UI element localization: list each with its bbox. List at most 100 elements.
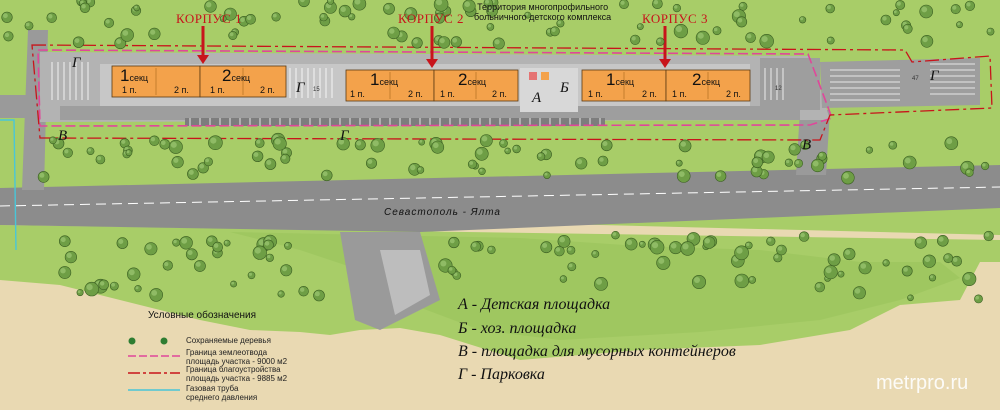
building-1-label: КОРПУС 1: [176, 11, 242, 26]
site-driveway: [60, 106, 800, 120]
b2-section-2-title: 2секц: [458, 70, 486, 90]
tree-highlight: [688, 234, 695, 240]
highway-centerline: [0, 186, 1000, 207]
tree-highlight: [800, 232, 805, 238]
tree-highlight: [930, 275, 933, 279]
tree-highlight: [440, 260, 447, 267]
tree-highlight: [752, 167, 758, 173]
zone-marker-playground: А: [532, 90, 542, 106]
zone-marker-parking-west: Г: [72, 55, 81, 71]
tree-highlight: [406, 9, 412, 15]
tree-highlight: [631, 36, 636, 41]
road-label: Севастополь - Ялта: [384, 207, 501, 218]
tree-highlight: [264, 241, 270, 246]
tree-highlight: [188, 169, 194, 175]
tree-highlight: [736, 247, 743, 254]
tree-highlight: [746, 242, 750, 246]
zone-marker-bins-east: В: [802, 137, 812, 153]
tree-highlight: [737, 18, 743, 23]
parking-strip-south: [185, 118, 605, 126]
tree-highlight: [559, 236, 565, 243]
tree-highlight: [551, 27, 556, 32]
tree-highlight: [599, 157, 604, 162]
tree-highlight: [790, 145, 796, 151]
tree-highlight: [697, 32, 704, 39]
tree-highlight: [410, 164, 416, 171]
playground-equipment: [541, 72, 549, 80]
tree-highlight: [555, 247, 561, 252]
section-word: секц: [615, 77, 635, 87]
tree-highlight: [602, 141, 608, 147]
tree-highlight: [675, 25, 683, 33]
tree-highlight: [3, 13, 8, 19]
tree-highlight: [916, 238, 922, 244]
tree-highlight: [121, 139, 126, 144]
tree-highlight: [116, 39, 122, 44]
tree-highlight: [256, 139, 261, 144]
tree-highlight: [854, 288, 861, 294]
tree-highlight: [439, 38, 445, 44]
zone-marker-parking-south: Г: [340, 128, 349, 144]
section-number: 1: [120, 66, 130, 85]
tree-highlight: [195, 261, 201, 267]
tree-highlight: [800, 17, 804, 21]
legend-trees-line: Сохраняемые деревья: [186, 336, 271, 345]
tree-highlight: [118, 239, 124, 244]
tree-highlight: [825, 267, 832, 274]
parking-stripes-middle: [289, 68, 784, 100]
tree-highlight: [213, 243, 219, 248]
tree-highlight: [657, 38, 661, 43]
zone-marker-bins-west: В: [58, 128, 68, 144]
legend-zone-v: В - площадка для мусорных контейнеров: [458, 343, 736, 360]
b1-s1-entrance-1: 1 п.: [122, 85, 137, 95]
legend-tree-symbol: [128, 337, 136, 345]
tree-highlight: [100, 281, 105, 286]
b2-s2-entrance-1: 1 п.: [440, 89, 455, 99]
tree-highlight: [749, 277, 753, 281]
tree-highlight: [922, 36, 928, 43]
b1-section-2-title: 2секц: [222, 66, 250, 86]
tree-highlight: [838, 271, 842, 275]
tree-highlight: [278, 291, 282, 295]
tree-highlight: [845, 249, 851, 255]
legend-zone-a: А - Детская площадка: [458, 296, 611, 313]
tree-highlight: [481, 135, 488, 142]
zone-marker-utility-area: Б: [560, 80, 569, 96]
tree-highlight: [240, 17, 245, 23]
tree-highlight: [199, 163, 205, 169]
tree-highlight: [464, 1, 471, 8]
tree-highlight: [225, 9, 232, 16]
section-number: 2: [222, 66, 232, 85]
b3-s2-entrance-2: 2 п.: [726, 89, 741, 99]
tree-highlight: [97, 156, 102, 161]
tree-highlight: [952, 5, 957, 10]
b3-s1-entrance-1: 1 п.: [588, 89, 603, 99]
tree-highlight: [962, 162, 969, 169]
tree-highlight: [670, 243, 677, 249]
tree-highlight: [207, 237, 213, 243]
b1-s2-entrance-2: 2 п.: [260, 85, 275, 95]
tree-highlight: [354, 0, 361, 5]
tree-highlight: [87, 148, 91, 152]
tree-highlight: [349, 14, 353, 18]
tree-highlight: [829, 255, 835, 261]
ramp-structure: [380, 250, 430, 315]
tree-highlight: [987, 28, 992, 33]
tree-highlight: [266, 160, 272, 165]
parking-lot-far-east: [820, 58, 980, 108]
legend-improvement-line-1: Граница благоустройства: [186, 365, 281, 374]
tree-highlight: [924, 256, 931, 263]
tree-highlight: [80, 0, 84, 4]
tree-highlight: [694, 277, 700, 283]
tree-highlight: [146, 244, 152, 250]
improvement-boundary: [31, 44, 993, 141]
tree-highlight: [50, 137, 54, 141]
legend-gas-text: Газовая труба среднего давления: [186, 384, 257, 402]
tree-highlight: [904, 157, 911, 164]
b1-s2-entrance-1: 1 п.: [210, 85, 225, 95]
tree-highlight: [620, 0, 625, 5]
legend-improvement-text: Граница благоустройства площадь участка …: [186, 365, 287, 383]
tree-highlight: [39, 172, 45, 178]
zone-marker-parking-middle: Г: [296, 80, 305, 96]
legend-gas-line-2: среднего давления: [186, 393, 258, 402]
